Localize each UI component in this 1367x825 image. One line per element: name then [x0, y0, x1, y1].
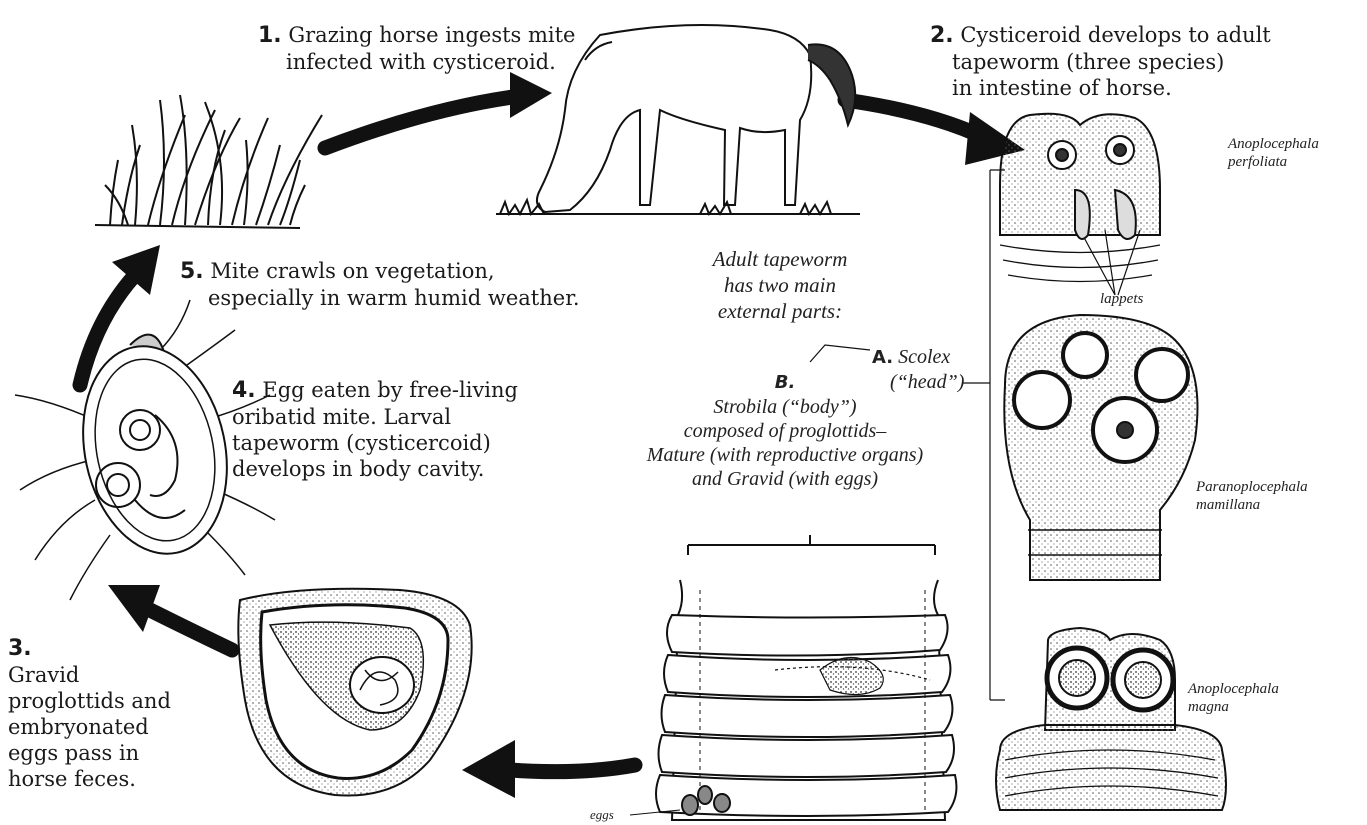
species-label-perfoliata: Anoplocephala perfoliata [1228, 135, 1319, 171]
species-2-genus: Paranoplocephala [1196, 479, 1308, 495]
adult-tapeworm-caption: Adult tapeworm has two main external par… [680, 246, 880, 324]
step-1-number: 1. [258, 23, 282, 48]
species-1-epithet: perfoliata [1228, 154, 1287, 170]
step-3-number: 3. [8, 636, 32, 661]
step-3-line1: Gravid [8, 663, 79, 687]
lappets-label: lappets [1100, 290, 1143, 308]
arrow-2-to-3 [510, 765, 635, 772]
step-4-line2: oribatid mite. Larval [232, 405, 451, 429]
scolex-mamillana [1004, 315, 1197, 580]
arrow-2-to-3-head [462, 740, 515, 798]
step-3-caption: 3. Gravid proglottids and embryonated eg… [8, 635, 171, 792]
step-3-line4: eggs pass in [8, 741, 139, 765]
adult-line1: Adult tapeworm [713, 247, 848, 271]
scolex-magna [996, 628, 1226, 810]
step-5-line1: Mite crawls on vegetation, [210, 259, 494, 283]
step-1-line1: Grazing horse ingests mite [288, 23, 575, 47]
step-3-line5: horse feces. [8, 767, 136, 791]
step-4-line1: Egg eaten by free-living [262, 378, 518, 402]
step-4-caption: 4. Egg eaten by free-living oribatid mit… [232, 377, 518, 482]
strobila-label: B. Strobila (“body”) composed of proglot… [585, 370, 985, 491]
step-4-line4: develops in body cavity. [232, 457, 484, 481]
scolex-perfoliata [1000, 114, 1160, 282]
scolex-letter: A. [872, 347, 893, 368]
step-2-line1: Cysticeroid develops to adult [960, 23, 1270, 47]
arrow-5-to-1 [325, 96, 520, 148]
arrow-1-to-2 [845, 100, 985, 138]
scolex-name: Scolex [898, 346, 950, 368]
step-2-line2: tapeworm (three species) [930, 50, 1224, 74]
grass-icon [95, 95, 322, 228]
species-3-genus: Anoplocephala [1188, 681, 1279, 697]
proglottid-icon [238, 589, 471, 796]
species-1-genus: Anoplocephala [1228, 136, 1319, 152]
strobila-letter: B. [775, 372, 796, 393]
strobila-icon [630, 535, 956, 820]
species-label-magna: Anoplocephala magna [1188, 680, 1279, 716]
step-1-caption: 1. Grazing horse ingests mite infected w… [258, 22, 575, 75]
eggs-label: eggs [590, 806, 614, 824]
strobila-line1: Strobila (“body”) [713, 396, 856, 418]
arrow-5-to-1-head [510, 72, 552, 118]
step-3-line2: proglottids and [8, 689, 171, 713]
step-4-line3: tapeworm (cysticercoid) [232, 431, 491, 455]
adult-line2: has two main [724, 273, 836, 297]
strobila-line3: Mature (with reproductive organs) [647, 444, 923, 466]
step-4-number: 4. [232, 378, 256, 403]
step-5-number: 5. [180, 259, 204, 284]
species-label-mamillana: Paranoplocephala mamillana [1196, 478, 1308, 514]
step-5-caption: 5. Mite crawls on vegetation, especially… [180, 258, 580, 311]
step-1-line2: infected with cysticeroid. [258, 50, 556, 74]
step-2-caption: 2. Cysticeroid develops to adult tapewor… [930, 22, 1271, 101]
strobila-line2: composed of proglottids– [684, 420, 887, 442]
species-2-epithet: mamillana [1196, 497, 1260, 513]
step-2-line3: in intestine of horse. [930, 76, 1172, 100]
strobila-line4: and Gravid (with eggs) [692, 468, 878, 490]
species-3-epithet: magna [1188, 699, 1229, 715]
step-3-line3: embryonated [8, 715, 149, 739]
step-5-line2: especially in warm humid weather. [180, 286, 580, 310]
step-2-number: 2. [930, 23, 954, 48]
adult-line3: external parts: [718, 299, 842, 323]
